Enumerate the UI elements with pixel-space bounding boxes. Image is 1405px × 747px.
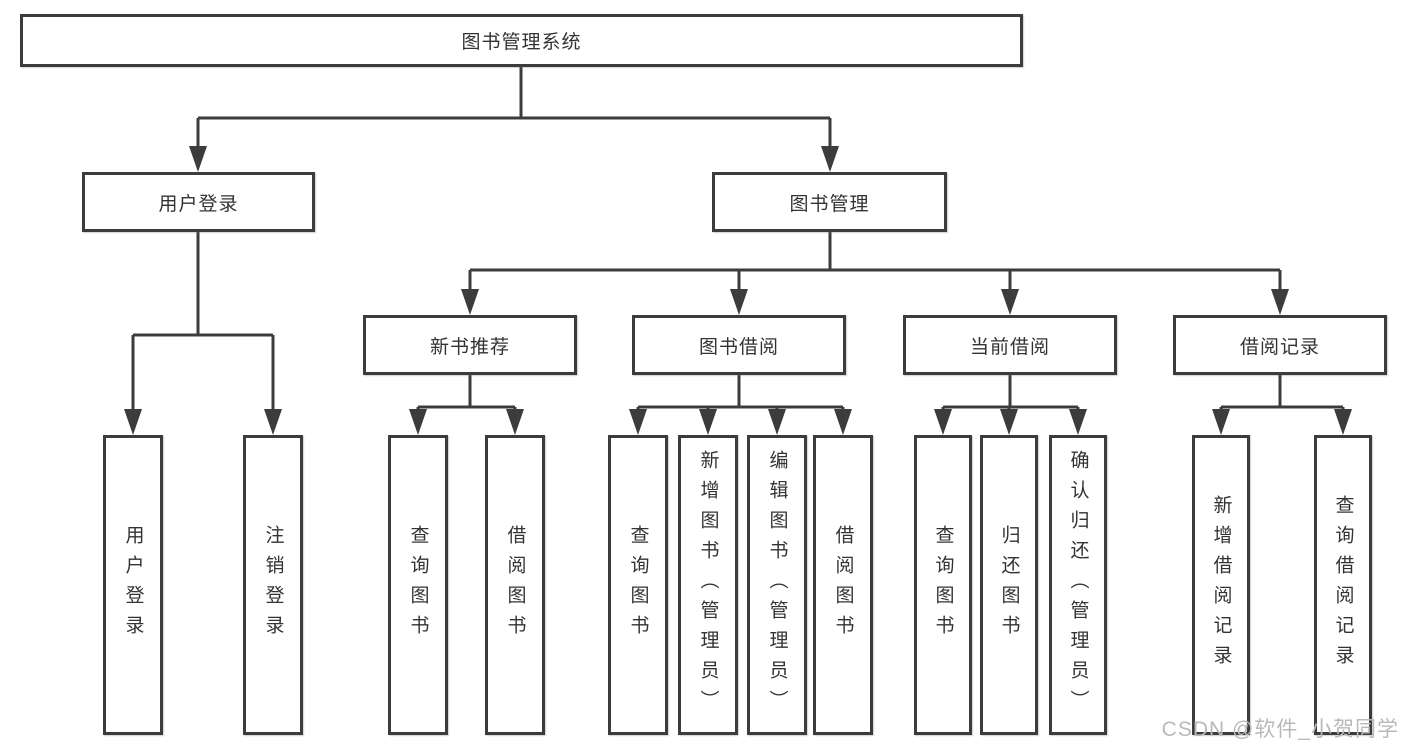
node-new-book-recommend: 新书推荐 xyxy=(363,315,577,375)
node-label: 查询图书 xyxy=(407,525,429,645)
node-book-borrow: 图书借阅 xyxy=(632,315,846,375)
leaf-add-books-admin: 新增图书（管理员） xyxy=(678,435,738,735)
node-label: 归还图书 xyxy=(998,525,1020,645)
node-book-management: 图书管理 xyxy=(712,172,947,232)
node-label: 图书管理系统 xyxy=(461,32,582,53)
leaf-borrow-books: 借阅图书 xyxy=(813,435,873,735)
node-label: 查询图书 xyxy=(627,525,649,645)
node-current-borrow: 当前借阅 xyxy=(903,315,1117,375)
leaf-edit-books-admin: 编辑图书（管理员） xyxy=(747,435,807,735)
node-label: 查询图书 xyxy=(932,525,954,645)
node-label: 借阅图书 xyxy=(504,525,526,645)
node-label: 新增图书（管理员） xyxy=(697,450,719,720)
leaf-query-borrow-record: 查询借阅记录 xyxy=(1314,435,1372,735)
leaf-query-books-recommend: 查询图书 xyxy=(388,435,448,735)
node-label: 图书管理 xyxy=(789,193,870,215)
leaf-return-books: 归还图书 xyxy=(980,435,1038,735)
node-label: 编辑图书（管理员） xyxy=(766,450,788,720)
node-library-management-system: 图书管理系统 xyxy=(20,14,1023,67)
leaf-borrow-books-recommend: 借阅图书 xyxy=(485,435,545,735)
node-label: 新书推荐 xyxy=(429,336,510,358)
leaf-add-borrow-record: 新增借阅记录 xyxy=(1192,435,1250,735)
leaf-confirm-return-admin: 确认归还（管理员） xyxy=(1049,435,1107,735)
node-label: 借阅记录 xyxy=(1239,336,1320,358)
node-label: 当前借阅 xyxy=(969,336,1050,358)
leaf-query-books-borrow: 查询图书 xyxy=(608,435,668,735)
node-label: 注销登录 xyxy=(262,525,284,645)
node-label: 新增借阅记录 xyxy=(1210,495,1232,675)
node-label: 借阅图书 xyxy=(832,525,854,645)
leaf-user-login: 用户登录 xyxy=(103,435,163,735)
csdn-watermark: CSDN @软件_小贺同学 xyxy=(1161,718,1399,741)
node-borrow-records: 借阅记录 xyxy=(1173,315,1387,375)
node-label: 查询借阅记录 xyxy=(1332,495,1354,675)
node-label: 确认归还（管理员） xyxy=(1067,450,1089,720)
node-label: 用户登录 xyxy=(158,193,239,215)
leaf-logout: 注销登录 xyxy=(243,435,303,735)
leaf-query-books-current: 查询图书 xyxy=(914,435,972,735)
node-label: 图书借阅 xyxy=(698,336,779,358)
node-user-login: 用户登录 xyxy=(82,172,315,232)
node-label: 用户登录 xyxy=(122,525,144,645)
